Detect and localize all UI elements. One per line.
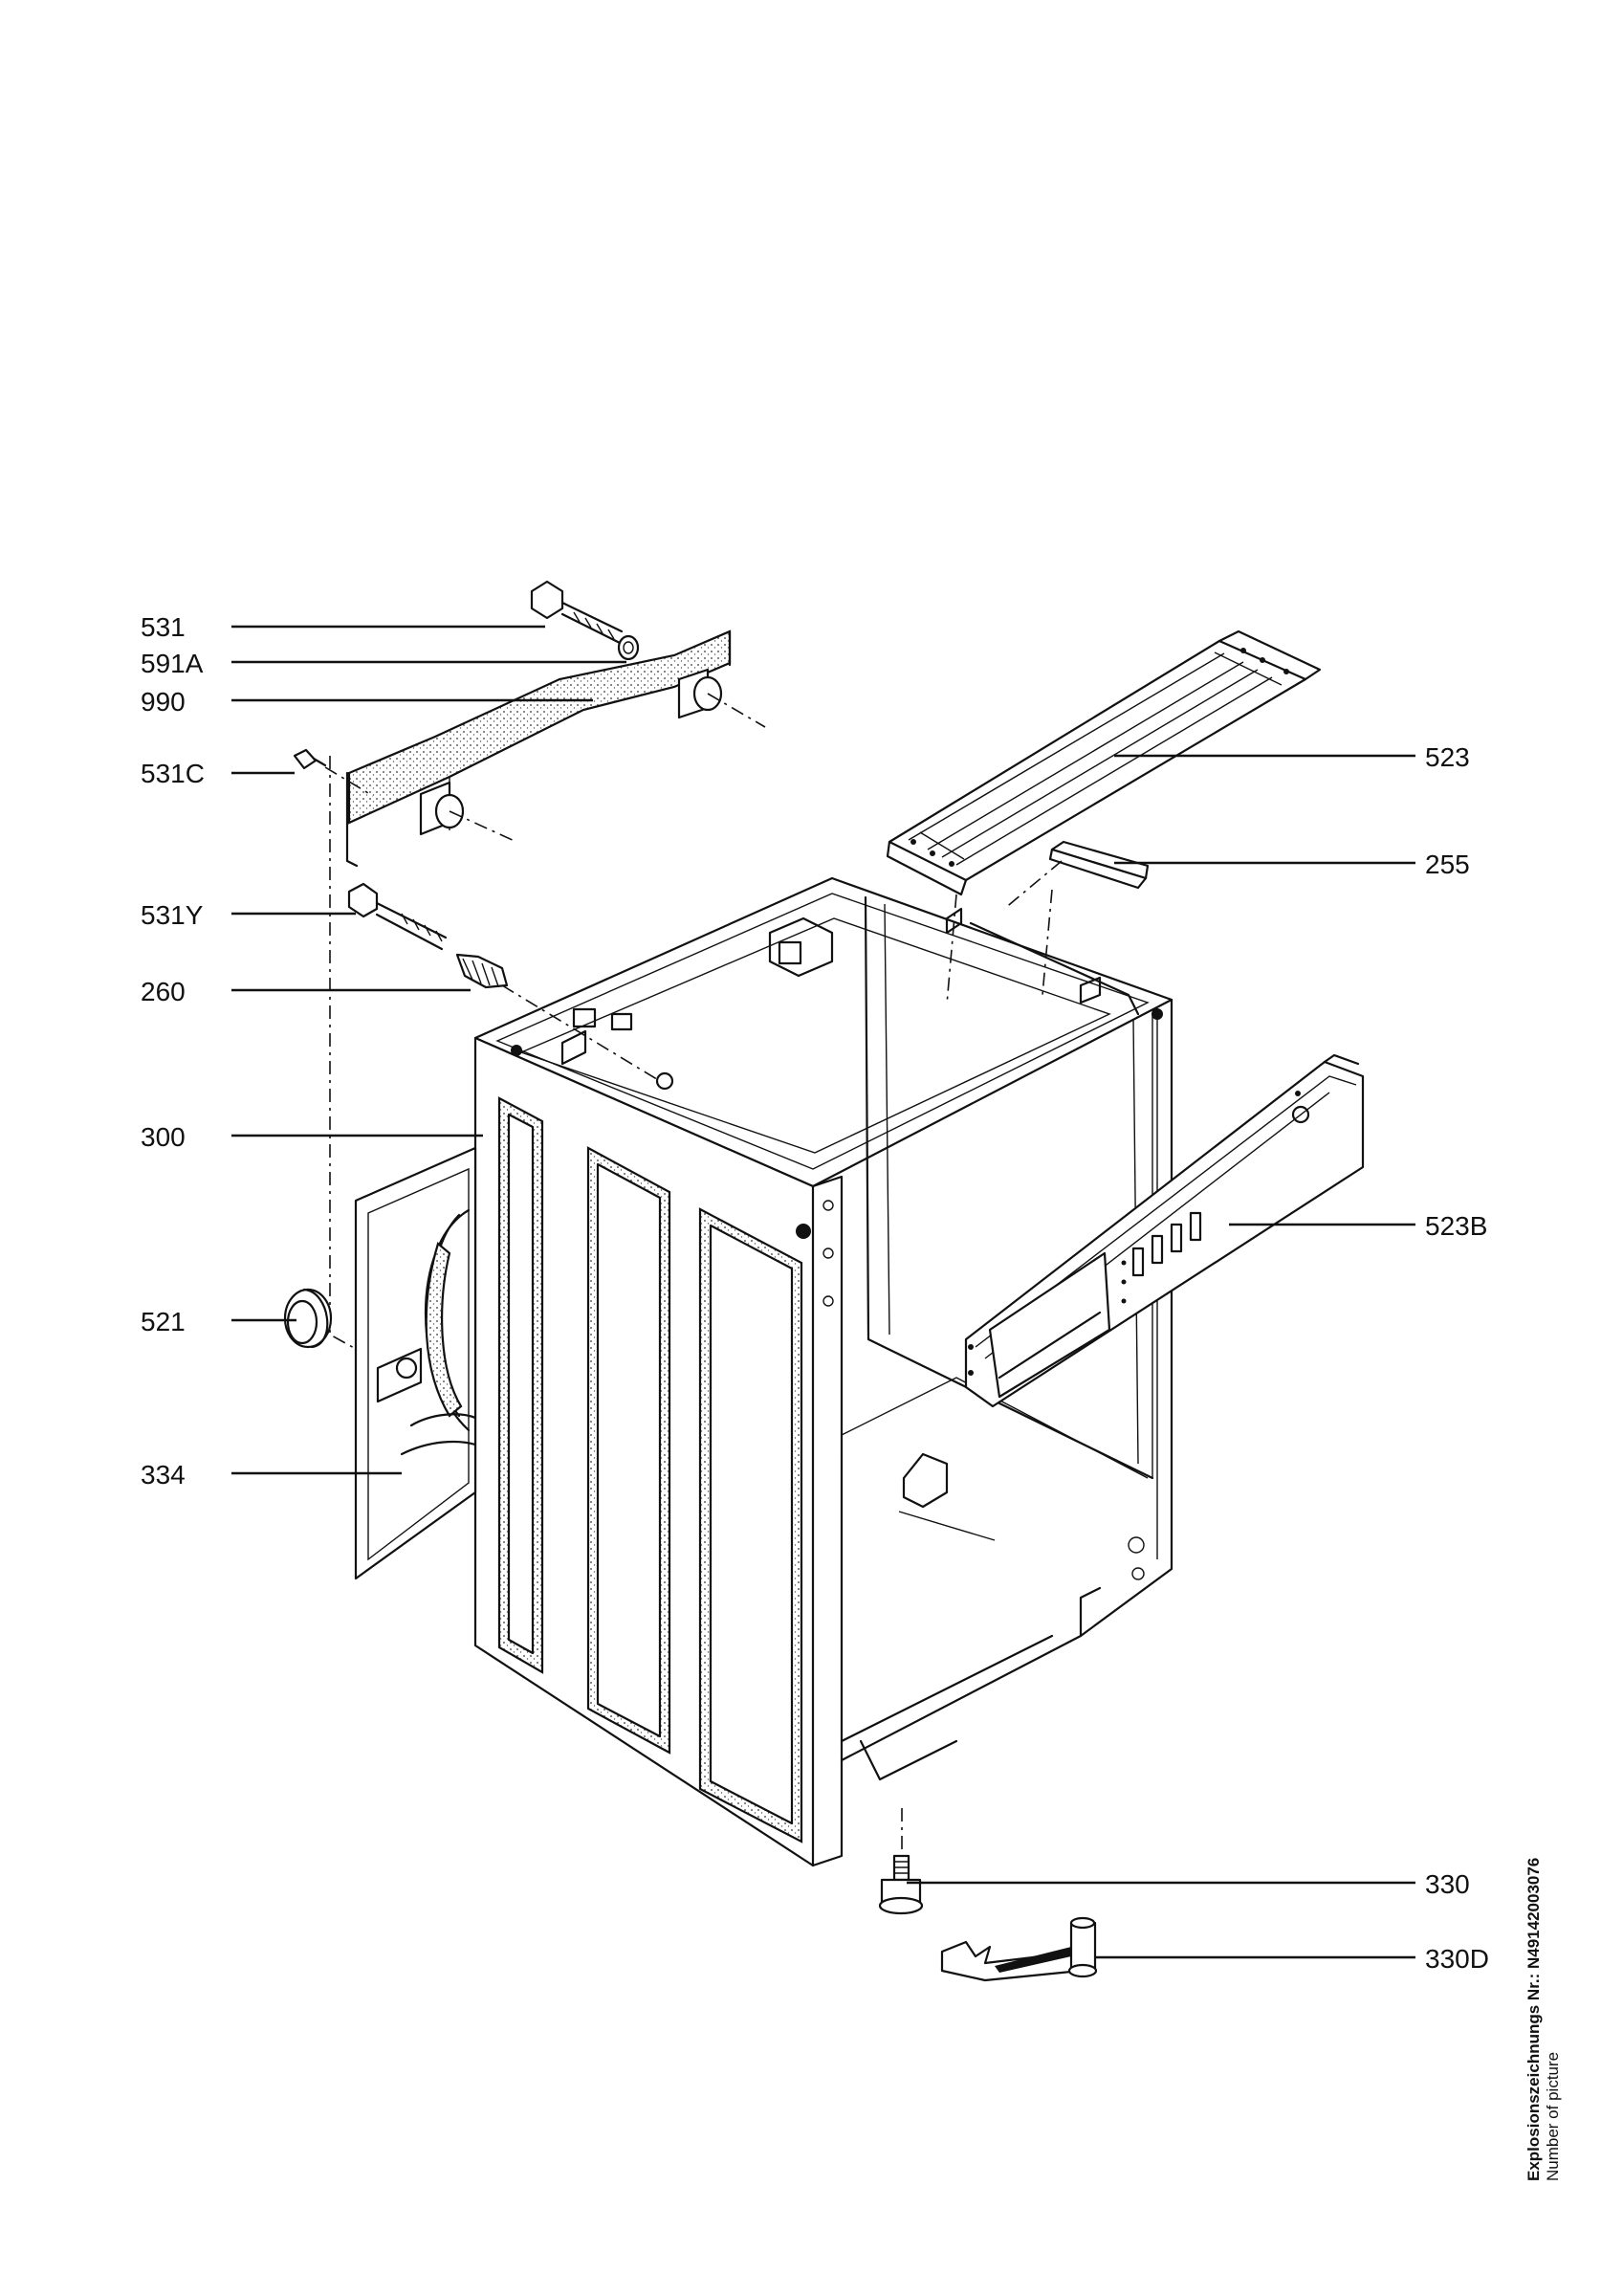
label-523B: 523B bbox=[1425, 1211, 1487, 1241]
label-531Y: 531Y bbox=[141, 900, 204, 930]
cabinet-drawing bbox=[473, 876, 1173, 1867]
label-523: 523 bbox=[1425, 742, 1470, 772]
label-531C: 531C bbox=[141, 759, 205, 788]
plug-drawing bbox=[283, 1288, 333, 1349]
control-panel-drawing bbox=[964, 1053, 1365, 1408]
side-panel-drawing bbox=[354, 1146, 477, 1580]
label-531: 531 bbox=[141, 612, 186, 642]
label-521: 521 bbox=[141, 1307, 186, 1336]
label-330D: 330D bbox=[1425, 1944, 1489, 1974]
picture-number-label: Explosionszeichnungs Nr.: N49142003076 bbox=[1524, 1857, 1543, 2181]
label-260: 260 bbox=[141, 977, 186, 1006]
part-labels: 531 591A 990 531C 531Y 260 300 521 334 5… bbox=[141, 612, 1489, 1974]
cross-member-drawing bbox=[293, 580, 766, 1350]
label-591A: 591A bbox=[141, 649, 204, 678]
label-300: 300 bbox=[141, 1122, 186, 1152]
leader-lines bbox=[231, 625, 1415, 1959]
label-330: 330 bbox=[1425, 1869, 1470, 1899]
spanner-drawing bbox=[940, 1916, 1098, 1982]
bracket-drawing bbox=[1003, 840, 1150, 910]
label-334: 334 bbox=[141, 1460, 186, 1490]
label-255: 255 bbox=[1425, 850, 1470, 879]
top-cover-drawing bbox=[886, 629, 1322, 1005]
foot-drawing bbox=[878, 1808, 924, 1915]
label-990: 990 bbox=[141, 687, 186, 717]
picture-number-sublabel: Number of picture bbox=[1544, 2051, 1562, 2181]
